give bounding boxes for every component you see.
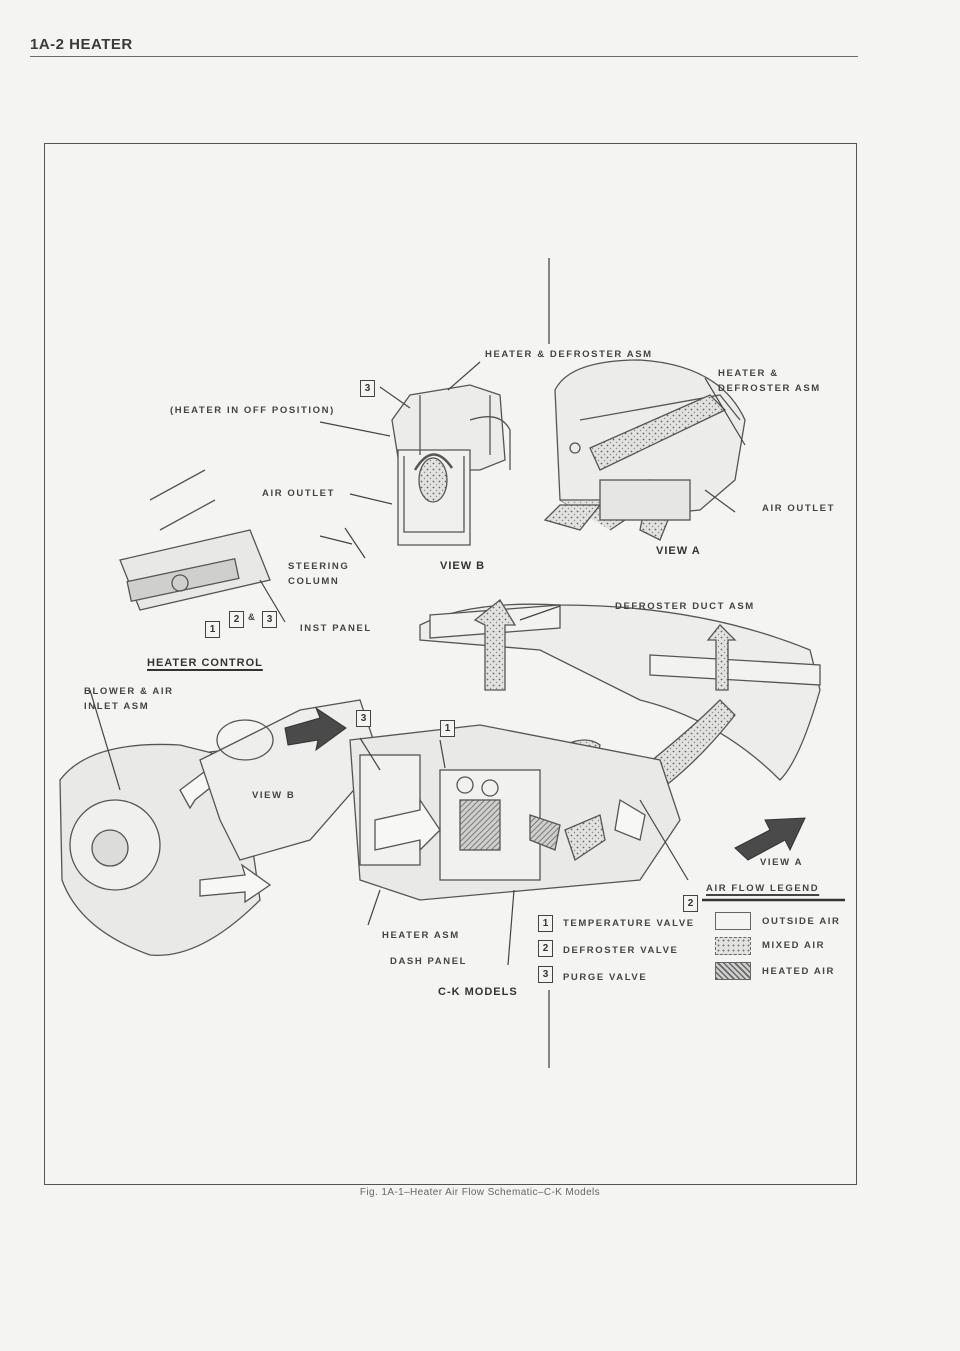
callout-2-control: 2 xyxy=(229,611,244,628)
legend-outside-air-swatch xyxy=(715,912,751,930)
label-steering-column-1: STEERING xyxy=(288,561,350,572)
callout-2-main: 2 xyxy=(683,895,698,912)
callout-1-main: 1 xyxy=(440,720,455,737)
view-a-direction-arrow xyxy=(734,817,806,861)
legend-heated-air-label: HEATED AIR xyxy=(762,966,835,977)
label-heater-defroster-asm-right-1: HEATER & xyxy=(718,368,779,379)
callout-3-control: 3 xyxy=(262,611,277,628)
legend-heated-air-swatch xyxy=(715,962,751,980)
label-heater-control: HEATER CONTROL xyxy=(147,657,263,669)
view-b-direction-arrow xyxy=(284,706,347,752)
legend-mixed-air-label: MIXED AIR xyxy=(762,940,826,951)
label-view-a-mid: VIEW A xyxy=(760,857,804,868)
view-a-detail xyxy=(543,359,746,541)
label-view-a-top: VIEW A xyxy=(656,545,701,557)
label-heater-off-position: (HEATER IN OFF POSITION) xyxy=(170,405,335,416)
label-heater-asm: HEATER ASM xyxy=(382,930,460,941)
legend-valve-2-label: DEFROSTER VALVE xyxy=(563,945,679,956)
label-dash-panel: DASH PANEL xyxy=(390,956,468,967)
label-defroster-duct-asm: DEFROSTER DUCT ASM xyxy=(615,601,755,612)
legend-title: AIR FLOW LEGEND xyxy=(706,883,820,894)
page-header: 1A-2 HEATER xyxy=(30,36,133,53)
view-b-detail xyxy=(391,384,511,546)
label-blower-inlet-2: INLET ASM xyxy=(84,701,150,712)
figure-caption: Fig. 1A-1–Heater Air Flow Schematic–C-K … xyxy=(359,1187,601,1198)
callout-1-control: 1 xyxy=(205,621,220,638)
label-view-b-mid: VIEW B xyxy=(252,790,296,801)
callout-3-main: 3 xyxy=(356,710,371,727)
main-assembly xyxy=(59,599,821,957)
legend-valve-1-label: TEMPERATURE VALVE xyxy=(563,918,695,929)
legend-valve-1-num: 1 xyxy=(538,915,553,932)
legend-mixed-air-swatch xyxy=(715,937,751,955)
label-inst-panel: INST PANEL xyxy=(300,623,372,634)
header-rule xyxy=(30,56,858,57)
label-heater-defroster-asm-right-2: DEFROSTER ASM xyxy=(718,383,821,394)
label-steering-column-2: COLUMN xyxy=(288,576,340,587)
label-blower-inlet-1: BLOWER & AIR xyxy=(84,686,174,697)
label-models: C-K MODELS xyxy=(438,986,518,998)
label-air-outlet-right: AIR OUTLET xyxy=(762,503,835,514)
legend-outside-air-label: OUTSIDE AIR xyxy=(762,916,841,927)
label-heater-defroster-asm-top: HEATER & DEFROSTER ASM xyxy=(485,349,653,360)
label-ampersand: & xyxy=(248,612,257,623)
callout-3-top: 3 xyxy=(360,380,375,397)
legend-valve-3-num: 3 xyxy=(538,966,553,983)
label-air-outlet-left: AIR OUTLET xyxy=(262,488,335,499)
figure-frame xyxy=(44,143,857,1185)
heater-control-detail xyxy=(119,469,271,611)
legend-valve-2-num: 2 xyxy=(538,940,553,957)
label-view-b-top: VIEW B xyxy=(440,560,486,572)
legend-valve-3-label: PURGE VALVE xyxy=(563,972,648,983)
